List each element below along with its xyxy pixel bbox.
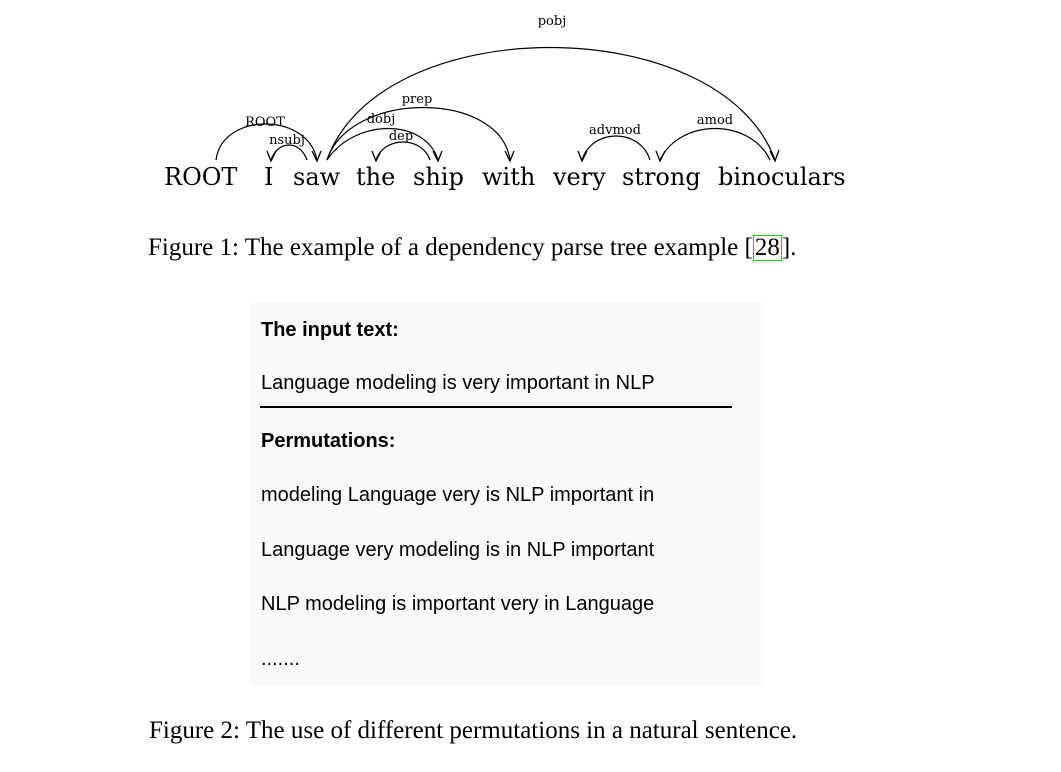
relation-label-amod: amod (697, 113, 733, 128)
permutations-heading: Permutations: (261, 430, 396, 452)
relation-label-root: ROOT (245, 115, 285, 130)
arrowhead-pobj (769, 149, 780, 163)
arrowhead-root (311, 150, 322, 163)
arc-advmod (581, 135, 651, 161)
ellipsis-line: ....... (261, 648, 300, 670)
permutation-line: NLP modeling is important very in Langua… (261, 593, 655, 615)
arc-dep (375, 141, 431, 161)
dependency-tree-figure: pobj prep ROOT dobj nsubj dep advmod amo… (164, 14, 846, 191)
arrowhead-dep (371, 150, 382, 163)
word-i: I (264, 163, 273, 191)
arc-prep (326, 106, 511, 161)
arc-amod (659, 128, 771, 161)
citation-link[interactable]: 28 (752, 234, 782, 261)
relation-label-prep: prep (402, 92, 433, 107)
word-very: very (552, 163, 606, 191)
permutation-line: Language very modeling is in NLP importa… (261, 539, 655, 561)
word-root: ROOT (164, 163, 237, 191)
arrowhead-nsubj (266, 150, 277, 163)
relation-label-pobj: pobj (538, 14, 567, 29)
caption-1-suffix: ]. (781, 234, 797, 261)
divider-line (260, 406, 732, 408)
word-binoculars: binoculars (718, 163, 846, 191)
permutation-line: modeling Language very is NLP important … (261, 484, 655, 506)
relation-label-advmod: advmod (589, 123, 641, 138)
figure-1-caption: Figure 1: The example of a dependency pa… (148, 233, 796, 263)
word-strong: strong (622, 163, 701, 191)
input-sentence: Language modeling is very important in N… (261, 372, 655, 394)
arrowhead-dobj (432, 150, 443, 163)
relation-label-dobj: dobj (367, 112, 396, 127)
arrowhead-advmod (577, 150, 588, 163)
permutations-figure: The input text: Language modeling is ver… (250, 302, 762, 686)
relation-label-nsubj: nsubj (269, 133, 305, 148)
word-ship: ship (413, 163, 464, 191)
arc-dobj (326, 128, 439, 161)
figure-2-caption: Figure 2: The use of different permutati… (149, 717, 798, 744)
word-saw: saw (293, 163, 341, 191)
word-the: the (356, 163, 395, 191)
relation-label-dep: dep (389, 129, 413, 144)
caption-1-text: Figure 1: The example of a dependency pa… (148, 234, 753, 261)
word-with: with (482, 163, 535, 191)
arc-root (215, 123, 318, 161)
arrowhead-prep (504, 150, 515, 163)
input-text-heading: The input text: (261, 319, 399, 341)
arc-pobj (326, 46, 776, 161)
arrowhead-amod (655, 150, 666, 163)
